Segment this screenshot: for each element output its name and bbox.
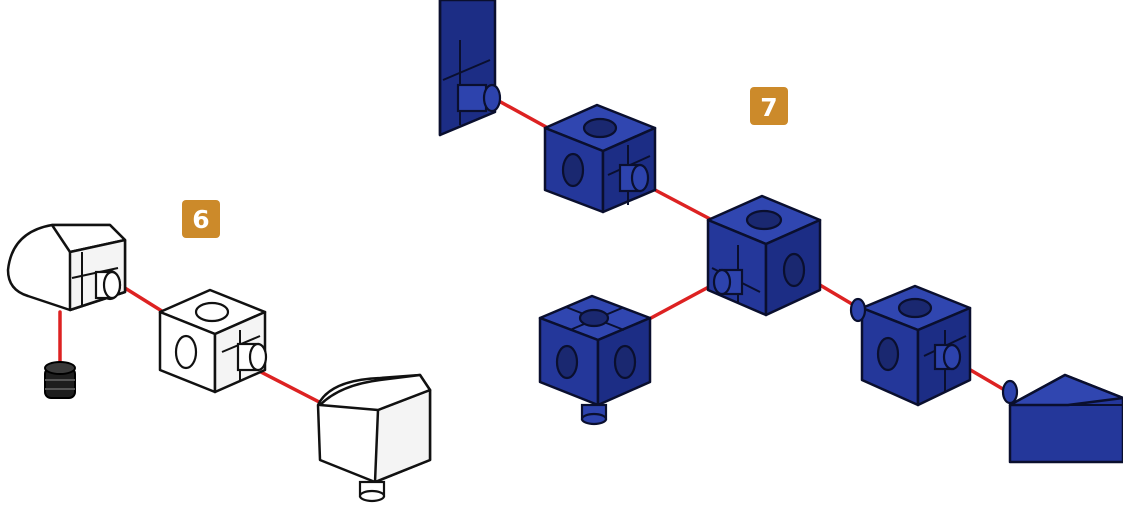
step-6-badge: 6 — [182, 200, 220, 238]
step-7-badge-box — [750, 87, 788, 125]
cube-top-hole — [578, 308, 610, 328]
blue-cube — [538, 294, 652, 426]
cube-peg-end — [248, 342, 268, 372]
roof-piece-top — [1008, 373, 1123, 407]
cube-front-hole — [561, 152, 585, 188]
step-7-badge: 7 — [750, 87, 788, 125]
step-6-group: 6 — [6, 200, 432, 503]
blue-cube — [706, 194, 822, 317]
cube-top-hole — [194, 301, 230, 323]
cube-side-hole — [613, 344, 637, 380]
bushing-top — [44, 361, 76, 375]
cube-front-hole — [555, 344, 579, 380]
step-7-group: 7 — [438, 0, 1123, 464]
base-block-side — [438, 0, 497, 137]
cube-peg-end — [942, 343, 962, 371]
cube-front-hole — [174, 334, 198, 370]
cube-left-peg — [849, 297, 867, 323]
connector-line — [255, 368, 327, 407]
end-cap-top — [318, 373, 432, 412]
base-block-peg-shaft — [456, 83, 488, 113]
cube-top-hole — [897, 297, 933, 319]
blue-base-block — [438, 0, 502, 137]
connector-line — [118, 283, 167, 315]
white-curved-connector — [6, 223, 127, 312]
connector-line — [495, 98, 550, 130]
blue-cube — [849, 284, 972, 407]
blue-cube — [543, 103, 657, 214]
cube-bottom-peg-end — [580, 412, 608, 426]
end-cap-peg-end — [358, 489, 386, 503]
blue-roof-piece — [1001, 373, 1123, 464]
cube-peg-end — [630, 163, 650, 193]
base-block-peg-end — [482, 83, 502, 113]
cube-top-hole — [582, 117, 618, 139]
step-7-number: 7 — [760, 93, 777, 122]
cube-peg-end — [712, 268, 732, 296]
connector-peg-end — [102, 270, 122, 300]
slot-mark — [442, 59, 491, 81]
step-6-number: 6 — [192, 205, 209, 234]
white-cube — [158, 288, 268, 394]
cube-front-hole — [876, 336, 900, 372]
black-bushing — [44, 361, 76, 399]
white-end-cap — [316, 373, 432, 503]
cube-side-hole — [782, 252, 806, 288]
step-6-badge-box — [182, 200, 220, 238]
roof-piece-peg — [1001, 379, 1019, 405]
cube-top-hole — [745, 209, 783, 231]
